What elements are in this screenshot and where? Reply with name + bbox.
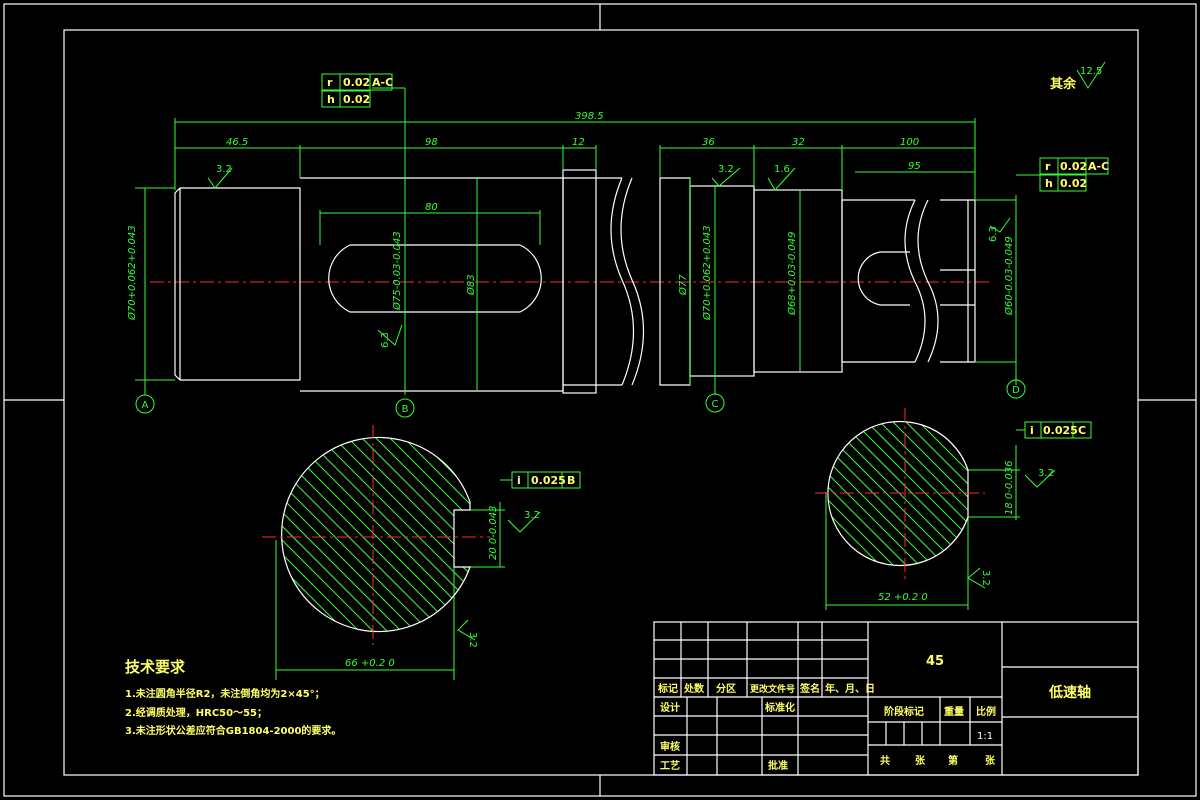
dim-d7: 95 [908,161,921,172]
dim-dia4: Ø77 [677,274,689,296]
tolerance-frame-top-right [1039,157,1109,192]
datum-d [1006,379,1026,399]
dim-dia6: Ø68+0.03-0.049 [786,232,798,316]
datum-b-label: B [402,404,409,415]
datum-symbols [135,379,1026,418]
dim-dia3: Ø83 [465,274,477,296]
datum-a-label: A [142,400,149,411]
sec1-width: 20 0-0.043 [488,505,499,560]
datum-b [395,398,415,418]
drawing-frame [3,3,1197,797]
tb-part-name: 低速轴 [1048,684,1091,701]
datum-a [135,394,155,414]
roughness-symbols [207,61,1106,641]
tech-requirement-2: 2.经调质处理，HRC50～55； [125,706,267,719]
dimension-lines [135,87,1040,680]
dim-d1: 46.5 [226,137,248,148]
tf-tl-r2c2: 0.02 [343,93,370,106]
tb-sheet-no: 第 [948,754,958,767]
tolerance-frame-section-right [1024,421,1092,439]
tb-process: 工艺 [660,759,680,772]
tb-scale: 1:1 [977,731,993,742]
datum-c-label: C [712,399,719,410]
tb-stage-mark: 阶段标记 [884,705,924,718]
dim-dia5: Ø70+0.062+0.043 [701,225,713,321]
tf-tl-r2c1: h [327,93,335,106]
section-left [262,425,490,645]
roughness-general-value: 12.5 [1080,66,1102,77]
tb-sheets-unit1: 张 [915,754,926,767]
tb-material: 45 [926,654,944,669]
tf-tl-r1c2: 0.02 [343,76,370,89]
tb-standardize: 标准化 [764,701,795,714]
tf-tr-r2c1: h [1045,177,1053,190]
dim-total-length: 398.5 [575,111,604,122]
dim-dia2: Ø75-0.03-0.043 [391,231,403,311]
dim-d2: 98 [425,137,438,148]
tb-weight: 重量 [944,705,964,718]
roughness-r6: 3.2 [524,510,540,521]
tf-sr-c2: 0.025 [1043,424,1078,437]
tf-sl-c1: i [517,474,521,487]
tolerance-frame-top-left [321,73,393,108]
tolerance-frame-section-left [511,471,581,489]
tb-label-sign: 签名 [799,682,820,695]
tb-design: 设计 [660,701,680,714]
dim-d5: 32 [792,137,805,148]
tb-sheets-unit2: 张 [985,754,996,767]
tech-requirement-1: 1.未注圆角半径R2，未注倒角均为2×45°； [125,687,325,700]
roughness-r9: 3.2 [980,570,991,586]
title-block [653,621,1139,776]
roughness-r1: 3.2 [216,164,232,175]
roughness-r7: 3.2 [1038,468,1054,479]
tb-sheets-total: 共 [880,754,890,767]
tf-sl-c3: B [567,474,575,487]
dim-d3: 12 [572,137,585,148]
tf-tr-r1c1: r [1045,160,1051,173]
datum-d-label: D [1012,385,1020,396]
tb-approve: 批准 [768,759,788,772]
tf-sr-c1: i [1030,424,1034,437]
tb-label-date: 年、月、日 [825,682,875,695]
tf-sr-c3: C [1078,424,1086,437]
tb-review: 审核 [660,740,680,753]
roughness-r5: 6.3 [380,332,391,348]
section-right [815,408,985,580]
roughness-r8: 3.2 [467,632,478,648]
tf-tr-r1c3: A-C [1088,160,1109,173]
dim-dia1: Ø70+0.062+0.043 [126,225,138,321]
dim-d4: 36 [702,137,715,148]
tech-requirement-3: 3.未注形状公差应符合GB1804-2000的要求。 [125,724,341,737]
tech-requirements-title: 技术要求 [125,658,186,676]
roughness-r2: 3.2 [718,164,734,175]
tb-label-count: 处数 [683,682,705,695]
tb-scale-label: 比例 [976,705,996,718]
roughness-r3: 1.6 [774,164,790,175]
sec1-depth: 66 +0.2 0 [345,658,395,669]
dim-dia7: Ø60-0.03-0.049 [1003,236,1015,316]
tf-tl-r1c1: r [327,76,333,89]
tf-sl-c2: 0.025 [531,474,566,487]
dim-keyway: 80 [425,202,438,213]
sec2-width: 18 0-0.036 [1004,460,1015,515]
tf-tr-r1c2: 0.02 [1060,160,1087,173]
tb-label-zone: 分区 [716,682,736,695]
tf-tr-r2c2: 0.02 [1060,177,1087,190]
roughness-r4: 6.3 [988,226,999,242]
sec2-depth: 52 +0.2 0 [878,592,928,603]
roughness-general-label: 其余 [1050,76,1077,92]
dim-d6: 100 [900,137,919,148]
tb-label-mark: 标记 [657,682,678,695]
datum-c [705,393,725,413]
tf-tl-r1c3: A-C [372,76,393,89]
tb-label-change-doc: 更改文件号 [750,683,795,695]
